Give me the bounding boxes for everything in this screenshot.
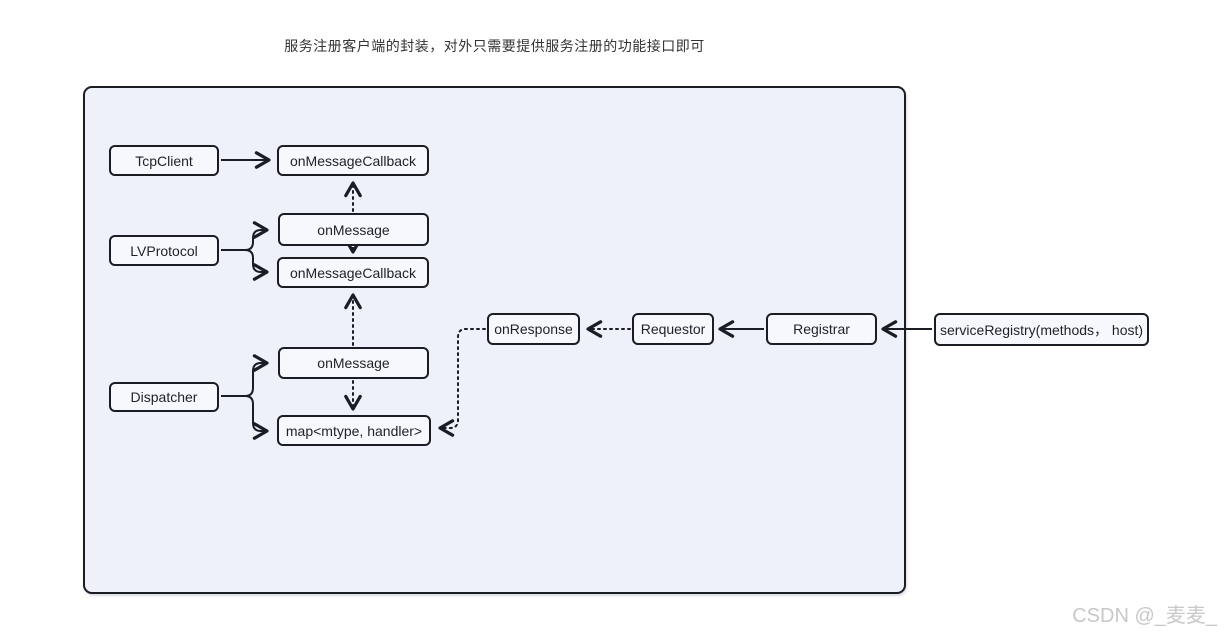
node-requestor: Requestor [632, 313, 714, 345]
node-registrar: Registrar [766, 313, 877, 345]
node-serviceregistry: serviceRegistry(methods， host) [934, 313, 1149, 346]
node-onmessage-lvprotocol: onMessage [278, 213, 429, 246]
node-dispatcher: Dispatcher [109, 382, 219, 412]
node-onmessagecallback-lvprotocol: onMessageCallback [277, 257, 429, 288]
node-onmessagecallback-tcpclient: onMessageCallback [277, 145, 429, 176]
node-tcpclient: TcpClient [109, 145, 219, 176]
node-onmessage-dispatcher: onMessage [278, 347, 429, 379]
node-lvprotocol: LVProtocol [109, 235, 219, 266]
csdn-watermark: CSDN @_麦麦_ [1072, 605, 1217, 627]
diagram-title: 服务注册客户端的封装，对外只需要提供服务注册的功能接口即可 [284, 38, 705, 54]
node-handler-map: map<mtype, handler> [277, 415, 431, 446]
node-onresponse: onResponse [487, 313, 580, 345]
